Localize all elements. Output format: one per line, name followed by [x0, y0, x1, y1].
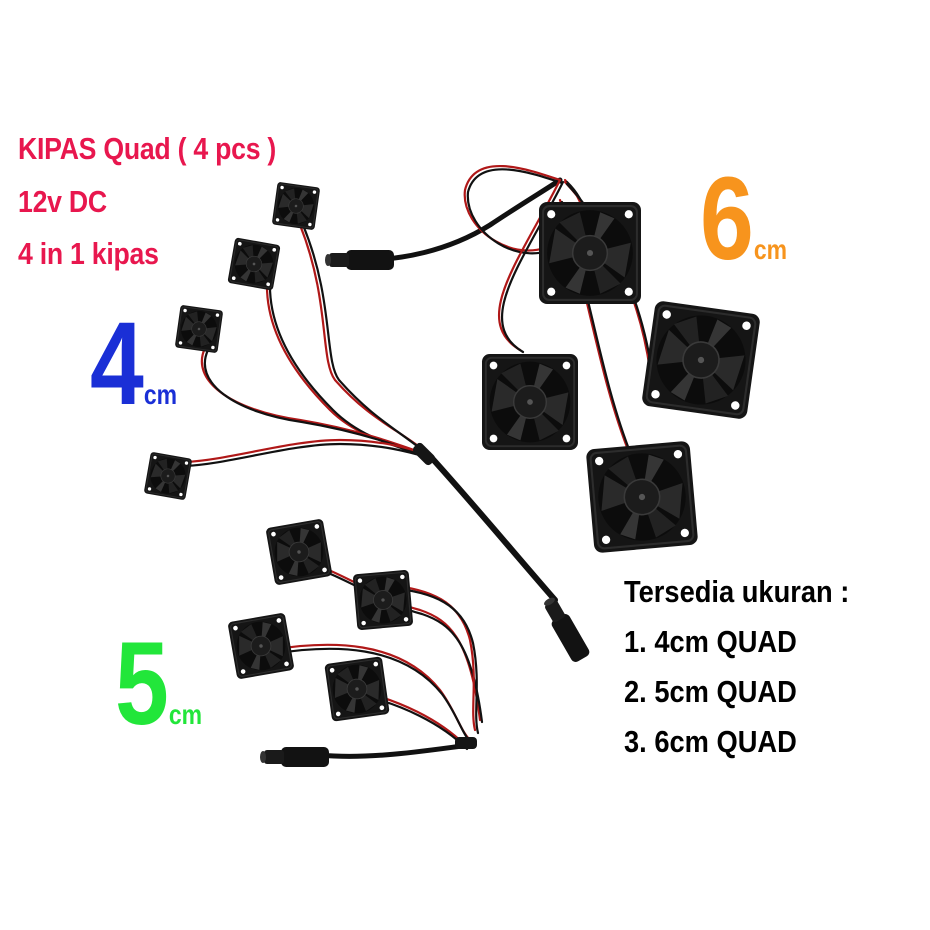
availability-item-2: 2. 5cm QUAD [624, 674, 797, 709]
title-line-2: 12v DC [18, 184, 107, 219]
size-number-4: 4 [90, 298, 144, 430]
size-number-5: 5 [115, 618, 169, 750]
size-label-5cm: 5cm [115, 625, 202, 743]
title-line-1: KIPAS Quad ( 4 pcs ) [18, 131, 277, 166]
size-unit-6: cm [753, 234, 788, 265]
size-unit-4: cm [143, 379, 178, 410]
size-label-4cm: 4cm [90, 305, 177, 423]
size-number-6: 6 [700, 153, 754, 285]
size-label-6cm: 6cm [700, 160, 787, 278]
size-unit-5: cm [168, 699, 203, 730]
title-line-3: 4 in 1 kipas [18, 236, 159, 271]
availability-item-3: 3. 6cm QUAD [624, 724, 797, 759]
availability-heading: Tersedia ukuran : [624, 574, 850, 609]
availability-item-1: 1. 4cm QUAD [624, 624, 797, 659]
